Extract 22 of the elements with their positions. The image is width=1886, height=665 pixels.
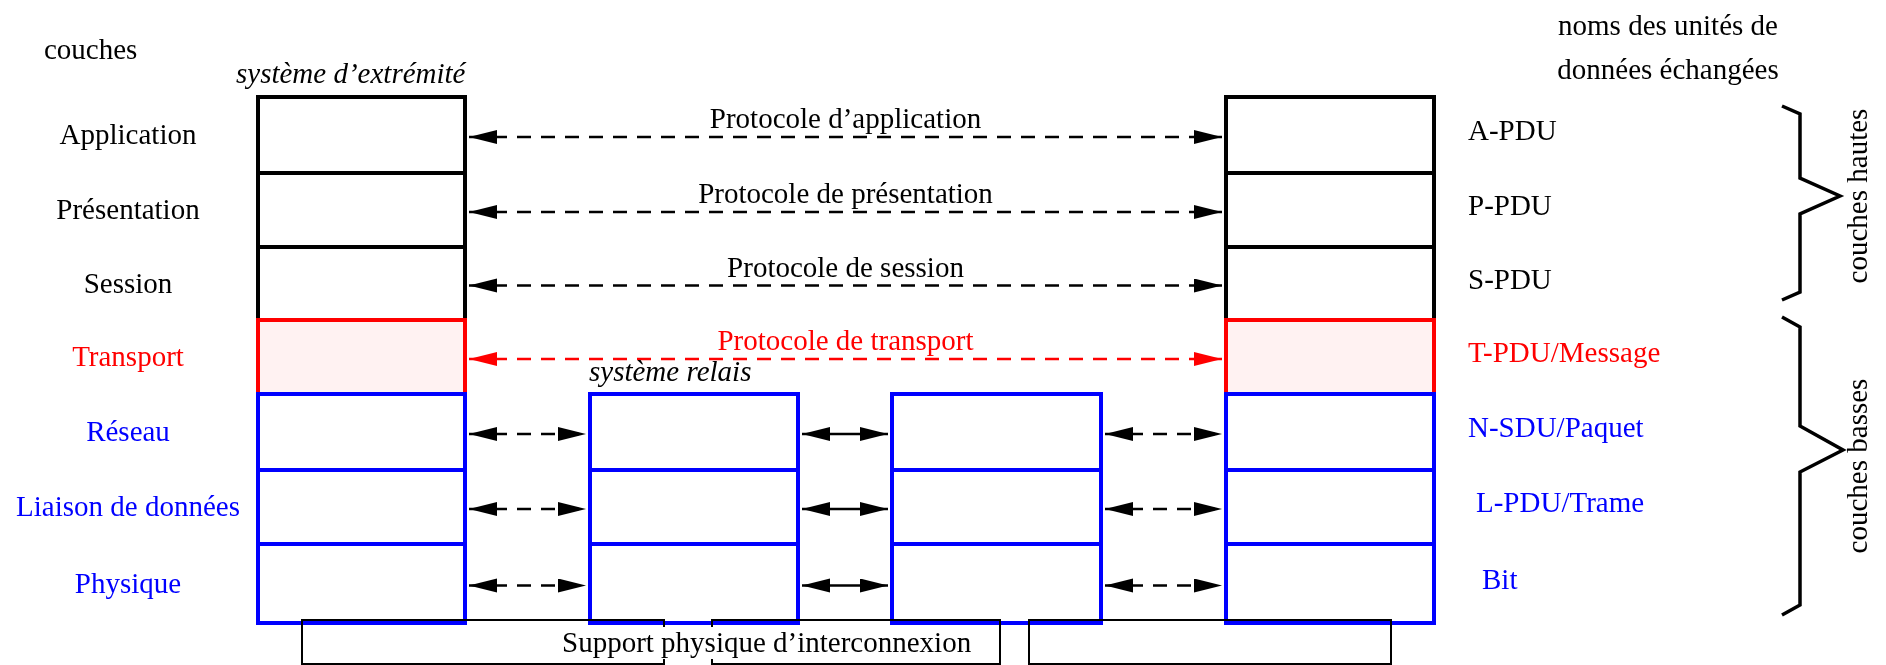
support-box (1028, 619, 1392, 665)
layer-name: Présentation (56, 194, 200, 226)
column-heading: noms des unités de données échangées (1556, 8, 1780, 87)
data-unit-name: L-PDU/Trame (1476, 487, 1645, 519)
layer-name: Liaison de données (16, 491, 240, 523)
brace-label: couches basses (1842, 378, 1874, 554)
data-unit-name: Bit (1482, 563, 1518, 596)
data-unit-name: T-PDU/Message (1468, 337, 1661, 369)
data-unit-name: A-PDU (1468, 115, 1557, 147)
brace-label: couches hautes (1842, 108, 1874, 284)
layer-name: Transport (72, 341, 184, 373)
system-label: système d’extrémité (236, 58, 466, 90)
data-unit-name: P-PDU (1468, 190, 1552, 222)
layer-name: Physique (74, 567, 182, 600)
medium-label: Support physique d’interconnexion (560, 627, 974, 659)
column-heading: couches (44, 34, 138, 66)
data-unit-name: S-PDU (1468, 263, 1552, 296)
layer-name: Session (83, 267, 173, 300)
data-unit-name: N-SDU/Paquet (1468, 412, 1644, 444)
layer-name: Application (59, 119, 197, 151)
layer-name: Réseau (86, 416, 170, 448)
system-label: système relais (589, 356, 752, 388)
